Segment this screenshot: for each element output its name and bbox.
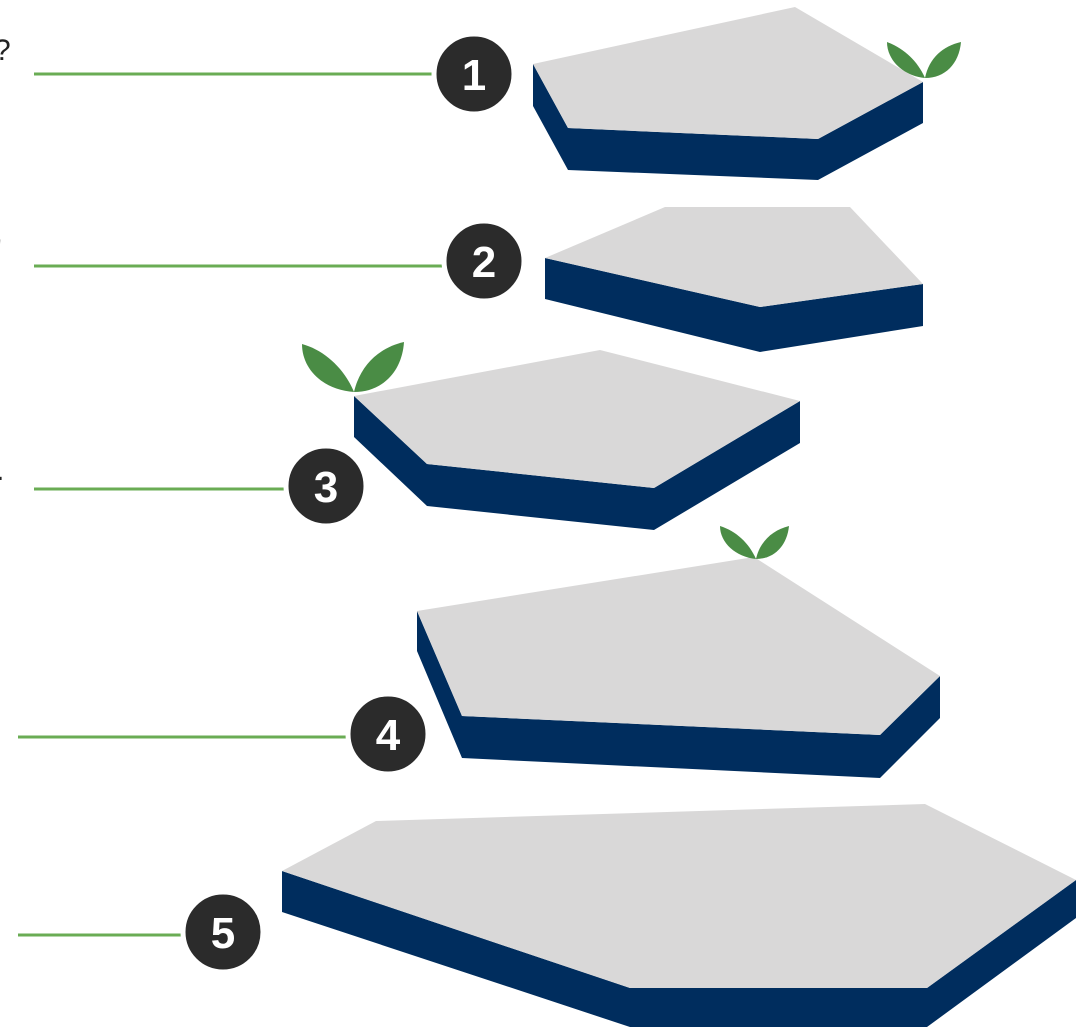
step-number-2: 2	[472, 238, 496, 287]
stone-5-top	[282, 804, 1076, 988]
stone-4-top	[417, 557, 940, 735]
step-badge-1: 1	[434, 34, 514, 114]
stepping-stone-4	[417, 557, 940, 778]
step-badge-5: 5	[183, 892, 263, 972]
stepping-stone-2	[545, 207, 923, 352]
step-number-1: 1	[462, 51, 486, 100]
step-number-5: 5	[211, 909, 235, 958]
step-number-3: 3	[314, 463, 338, 512]
stepping-stone-1	[533, 7, 923, 180]
step-number-4: 4	[376, 711, 401, 760]
step-badge-2: 2	[444, 221, 524, 301]
step-badge-4: 4	[348, 694, 428, 774]
step-badge-3: 3	[286, 446, 366, 526]
edge-mark-1: ?	[0, 34, 11, 67]
edge-mark-3: .	[0, 454, 4, 487]
stepping-stone-3	[354, 350, 800, 530]
edge-mark-2: '	[0, 234, 2, 267]
sprout-icon-4	[720, 526, 789, 559]
stepping-stone-5	[282, 804, 1076, 1027]
sprout-icon-3	[302, 342, 404, 392]
